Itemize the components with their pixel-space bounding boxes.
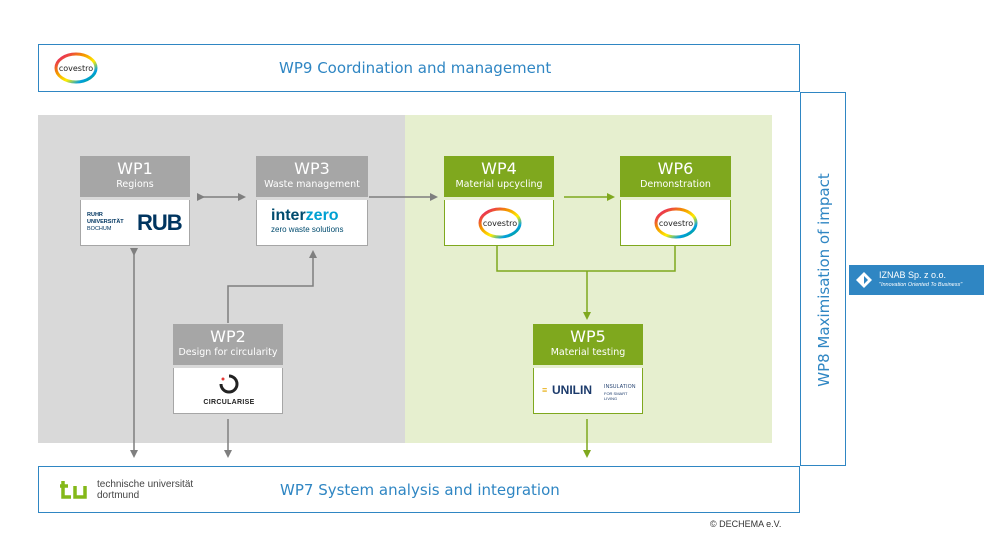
circularise-logo-text: CIRCULARISE: [203, 399, 255, 406]
wp5-number: WP5: [570, 327, 606, 346]
rub-logo-small-1: RUHR: [87, 212, 103, 218]
covestro-logo-wp6: covestro: [654, 207, 698, 239]
rub-logo-big: RUB: [137, 210, 183, 235]
interzero-logo-b: zero: [305, 207, 339, 224]
wp3-box: WP3 Waste management: [256, 156, 368, 197]
tu-logo-line1: technische universität: [97, 479, 194, 490]
unilin-icon: ≡: [542, 385, 548, 395]
wp2-number: WP2: [210, 327, 246, 346]
wp8-frame: WP8 Maximisation of impact: [800, 92, 846, 466]
wp5-logo-box: ≡ UNILIN INSULATION FOR SMART LIVING: [533, 368, 643, 414]
iznab-logo: IZNAB Sp. z o.o. "Innovation Oriented To…: [849, 265, 984, 295]
covestro-logo-text: covestro: [59, 64, 93, 73]
unilin-logo-sub1: INSULATION: [604, 384, 636, 390]
wp3-number: WP3: [294, 159, 330, 178]
copyright-text: © DECHEMA e.V.: [710, 519, 782, 529]
interzero-logo-a: inter: [271, 207, 306, 224]
interzero-logo-sub: zero waste solutions: [271, 225, 344, 234]
wp9-frame: covestro WP9 Coordination and management: [38, 44, 800, 92]
wp2-box: WP2 Design for circularity: [173, 324, 283, 365]
wp1-box: WP1 Regions: [80, 156, 190, 197]
circularise-icon: [219, 374, 239, 394]
wp4-number: WP4: [481, 159, 517, 178]
covestro-logo-wp4: covestro: [478, 207, 522, 239]
wp6-box: WP6 Demonstration: [620, 156, 731, 197]
wp7-title: WP7 System analysis and integration: [280, 481, 560, 499]
wp4-logo-box: covestro: [444, 200, 554, 246]
unilin-logo: ≡ UNILIN INSULATION FOR SMART LIVING: [542, 383, 638, 401]
wp6-logo-box: covestro: [620, 200, 731, 246]
covestro-logo-wp6-text: covestro: [659, 219, 693, 228]
tu-logo-icon: [60, 481, 87, 499]
tu-logo-line2: dortmund: [97, 490, 140, 501]
arrow-wp2-wp3: [227, 250, 317, 323]
wp9-title: WP9 Coordination and management: [279, 59, 552, 77]
wp2-logo-box: CIRCULARISE: [173, 368, 283, 414]
tu-dortmund-logo: technische universität dortmund: [59, 477, 209, 505]
rub-logo: RUHR UNIVERSITÄT BOCHUM RUB: [87, 210, 187, 236]
wp2-subtitle: Design for circularity: [178, 347, 278, 358]
iznab-name: IZNAB Sp. z o.o.: [879, 270, 947, 280]
covestro-logo-wp4-text: covestro: [483, 219, 517, 228]
wp6-number: WP6: [657, 159, 694, 178]
wp1-subtitle: Regions: [116, 179, 154, 190]
wp3-logo-box: interzero zero waste solutions: [256, 200, 368, 246]
line-wp4-merge: [496, 246, 676, 272]
wp7-frame: technische universität dortmund WP7 Syst…: [38, 466, 800, 513]
wp1-logo-box: RUHR UNIVERSITÄT BOCHUM RUB: [80, 200, 190, 246]
interzero-logo: interzero zero waste solutions: [271, 207, 367, 241]
rub-logo-small-3: BOCHUM: [87, 226, 112, 232]
wp4-box: WP4 Material upcycling: [444, 156, 554, 197]
wp4-subtitle: Material upcycling: [455, 179, 543, 190]
rub-logo-small-2: UNIVERSITÄT: [87, 219, 124, 225]
wp6-subtitle: Demonstration: [640, 179, 711, 190]
wp1-number: WP1: [117, 159, 153, 178]
iznab-tagline: "Innovation Oriented To Business": [879, 282, 963, 288]
iznab-icon: [856, 272, 872, 288]
wp3-subtitle: Waste management: [264, 179, 360, 190]
unilin-logo-sub2: FOR SMART LIVING: [604, 391, 628, 401]
wp5-box: WP5 Material testing: [533, 324, 643, 365]
unilin-logo-text: UNILIN: [552, 383, 592, 397]
covestro-logo: covestro: [53, 52, 99, 84]
wp5-subtitle: Material testing: [550, 347, 626, 358]
